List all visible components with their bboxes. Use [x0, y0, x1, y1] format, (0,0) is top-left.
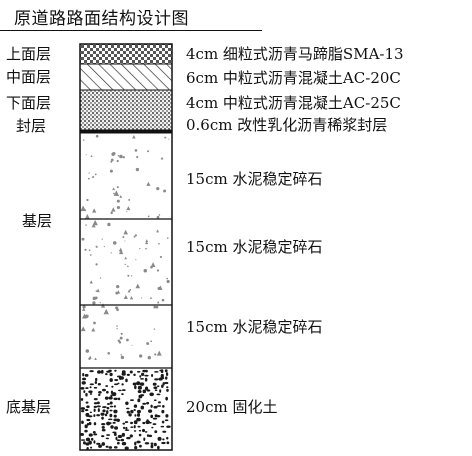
layer-desc-base-2: 15cm 水泥稳定碎石: [186, 238, 323, 256]
layer-name-surface-middle: 中面层: [6, 68, 52, 86]
layer-desc-subbase: 20cm 固化土: [186, 398, 278, 416]
title-underline: [0, 30, 262, 31]
layer-name-subbase: 底基层: [6, 398, 52, 416]
layer-name-seal: 封层: [16, 117, 47, 135]
layer-surface-bottom: [80, 90, 172, 130]
layer-base-1: [80, 133, 172, 219]
diagram-title: 原道路路面结构设计图: [14, 9, 189, 29]
layer-name-surface-bottom: 下面层: [6, 94, 52, 112]
layer-name-surface-top: 上面层: [6, 45, 52, 63]
subbase-soil-texture: [79, 369, 171, 450]
column-outline: [79, 43, 173, 451]
layer-base-3: [80, 305, 172, 368]
layer-desc-base-3: 15cm 水泥稳定碎石: [186, 318, 323, 336]
layer-name-base: 基层: [22, 212, 53, 230]
layer-surface-top: [80, 44, 172, 64]
layer-desc-seal: 0.6cm 改性乳化沥青稀浆封层: [186, 116, 388, 134]
base-speckle-texture: [80, 134, 170, 361]
layer-desc-surface-top: 4cm 细粒式沥青马蹄脂SMA-13: [186, 45, 404, 63]
layer-seal: [80, 130, 172, 133]
layer-desc-base-1: 15cm 水泥稳定碎石: [186, 170, 323, 188]
layer-surface-middle: [80, 64, 172, 90]
layer-desc-surface-middle: 6cm 中粒式沥青混凝土AC-20C: [186, 69, 401, 87]
layer-desc-surface-bottom: 4cm 中粒式沥青混凝土AC-25C: [186, 94, 401, 112]
